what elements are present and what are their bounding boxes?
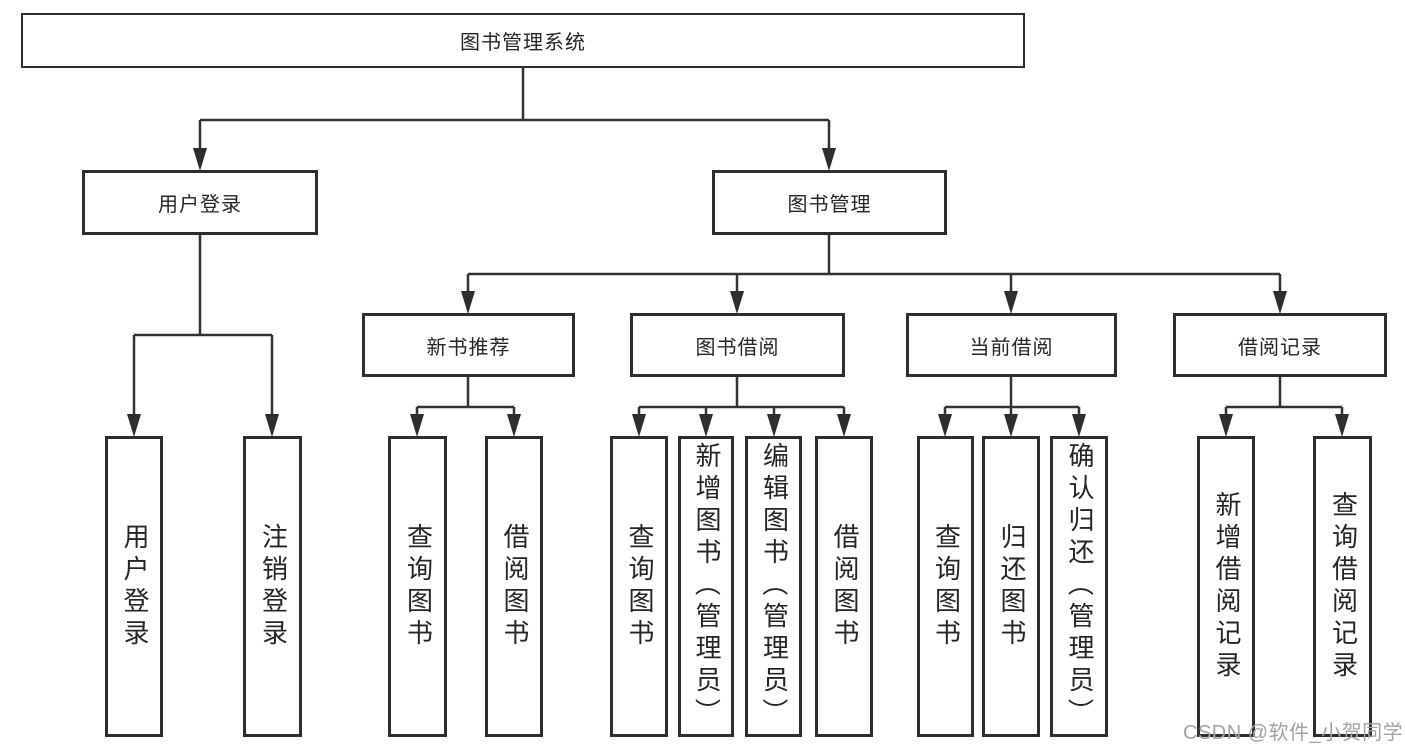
node-user-login: 用户登录: [82, 170, 318, 235]
leaf-query-books-current: 查询图书: [917, 436, 974, 737]
leaf-query-books-recommend: 查询图书: [388, 436, 447, 737]
leaf-add-book-admin: 新增图书（管理员）: [678, 436, 734, 737]
node-new-book-recommend: 新书推荐: [362, 313, 575, 377]
node-book-borrowing-label: 图书借阅: [695, 336, 780, 359]
node-new-book-recommend-label: 新书推荐: [426, 336, 511, 359]
node-user-login-label: 用户登录: [158, 194, 242, 216]
leaf-logout-label: 注销登录: [258, 522, 289, 651]
leaf-borrow-books-borrowing: 借阅图书: [815, 436, 873, 737]
leaf-return-books: 归还图书: [982, 436, 1040, 737]
leaf-confirm-return-admin-label: 确认归还（管理员）: [1064, 442, 1095, 731]
node-library-system-label: 图书管理系统: [460, 32, 586, 54]
leaf-borrow-books-recommend-label: 借阅图书: [499, 522, 530, 651]
node-book-borrowing: 图书借阅: [630, 313, 845, 377]
leaf-edit-book-admin: 编辑图书（管理员）: [745, 436, 802, 737]
leaf-query-books-borrowing-label: 查询图书: [624, 522, 655, 651]
leaf-borrow-books-borrowing-label: 借阅图书: [829, 522, 860, 651]
leaf-user-login-label: 用户登录: [119, 522, 150, 651]
leaf-add-borrow-record: 新增借阅记录: [1197, 436, 1255, 737]
leaf-query-books-borrowing: 查询图书: [610, 436, 668, 737]
leaf-query-borrow-record-label: 查询借阅记录: [1328, 490, 1359, 683]
leaf-query-borrow-record: 查询借阅记录: [1313, 436, 1372, 737]
node-borrowing-records: 借阅记录: [1173, 313, 1387, 377]
node-book-management: 图书管理: [712, 170, 947, 235]
leaf-add-borrow-record-label: 新增借阅记录: [1211, 490, 1242, 683]
node-current-borrowing: 当前借阅: [906, 313, 1117, 377]
arrowheads: [127, 148, 1349, 437]
node-current-borrowing-label: 当前借阅: [969, 336, 1054, 359]
leaf-add-book-admin-label: 新增图书（管理员）: [691, 442, 722, 731]
leaf-confirm-return-admin: 确认归还（管理员）: [1050, 436, 1108, 737]
leaf-logout: 注销登录: [243, 436, 302, 737]
node-library-system: 图书管理系统: [21, 13, 1025, 68]
node-borrowing-records-label: 借阅记录: [1238, 336, 1322, 359]
node-book-management-label: 图书管理: [787, 194, 872, 216]
leaf-borrow-books-recommend: 借阅图书: [485, 436, 543, 737]
leaf-return-books-label: 归还图书: [996, 522, 1027, 651]
leaf-query-books-recommend-label: 查询图书: [403, 522, 434, 651]
csdn-watermark: CSDN @软件_小贺同学: [1183, 722, 1404, 744]
leaf-edit-book-admin-label: 编辑图书（管理员）: [759, 442, 790, 731]
leaf-user-login: 用户登录: [105, 436, 163, 737]
leaf-query-books-current-label: 查询图书: [931, 522, 962, 651]
